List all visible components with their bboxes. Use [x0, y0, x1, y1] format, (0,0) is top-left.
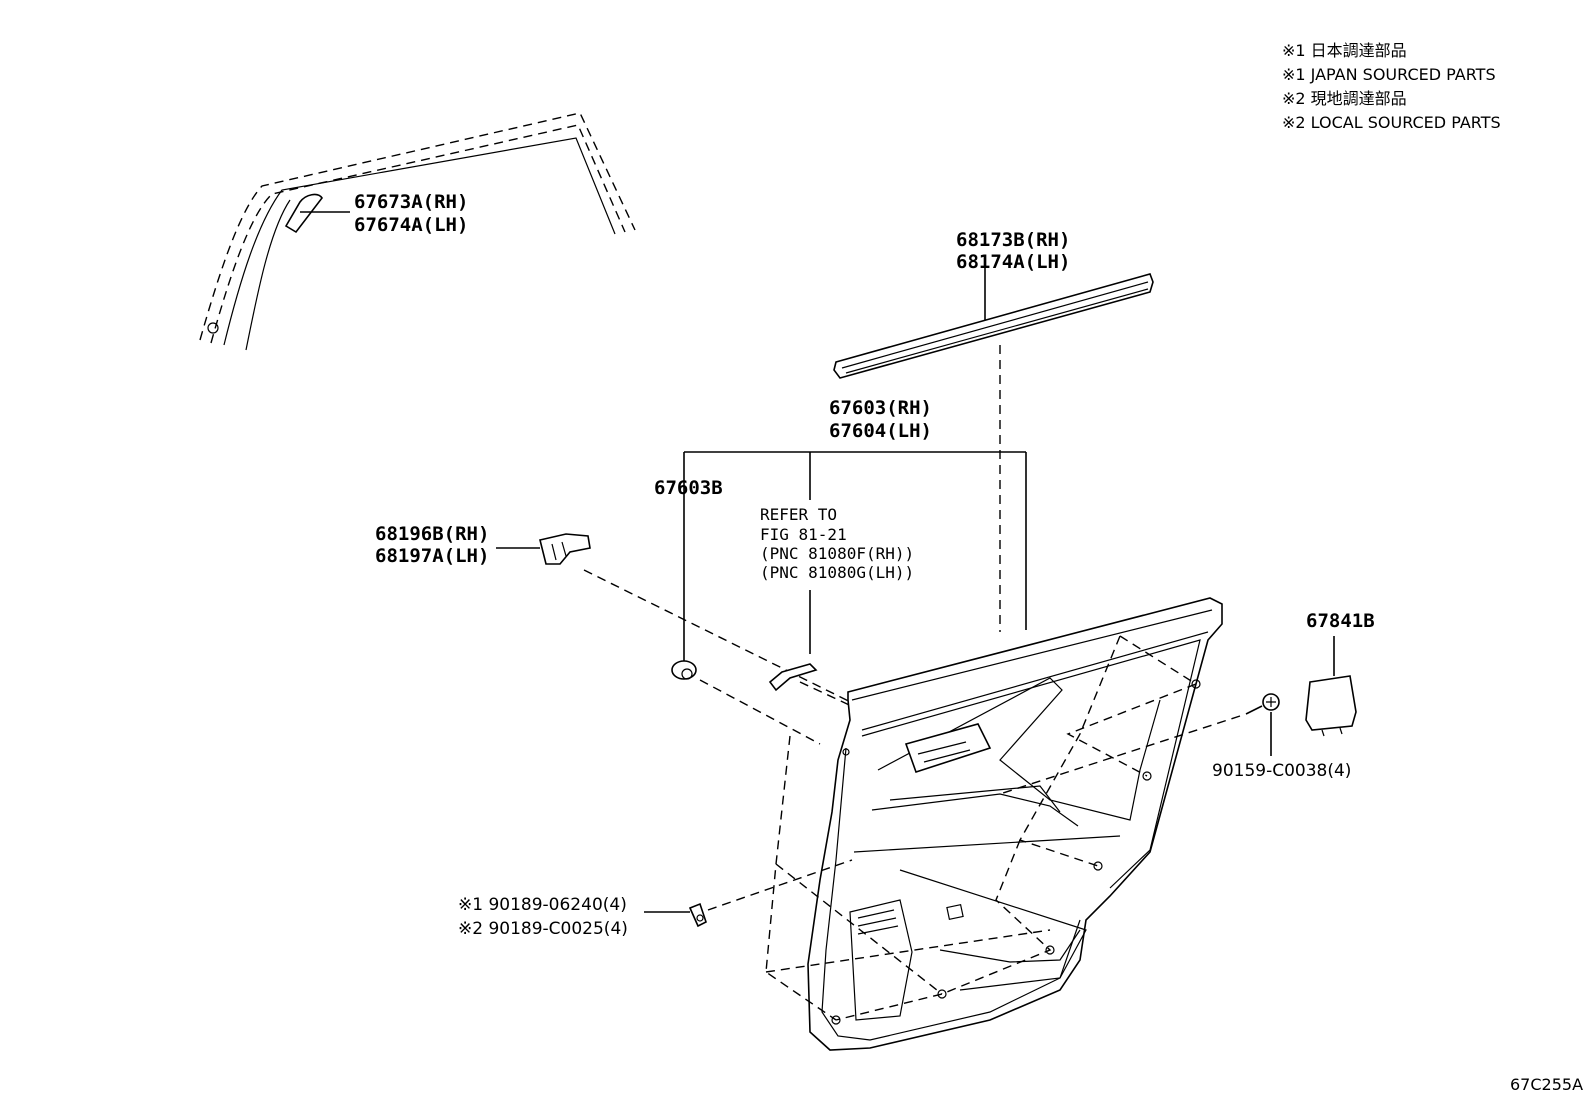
label-90189-c0025: ※2 90189-C0025(4) — [458, 919, 628, 939]
label-68196b: 68196B(RH) — [375, 523, 489, 545]
refer-line-2: FIG 81-21 — [760, 525, 847, 544]
figure-code: 67C255A — [1510, 1075, 1583, 1094]
pull-bracket-part — [539, 533, 591, 565]
label-90159: 90159-C0038(4) — [1212, 761, 1351, 781]
label-67841b: 67841B — [1306, 610, 1375, 632]
cover-part — [1305, 675, 1357, 737]
trim-clip-part — [688, 902, 707, 928]
label-67603: 67603(RH) — [829, 397, 932, 419]
label-68173b: 68173B(RH) — [956, 229, 1070, 251]
frame-molding-part — [284, 193, 323, 234]
note-local-en: ※2 LOCAL SOURCED PARTS — [1282, 113, 1501, 132]
belt-weatherstrip — [833, 266, 1154, 632]
sourcing-notes: ※1 日本調達部品 ※1 JAPAN SOURCED PARTS ※2 現地調達… — [1282, 41, 1501, 132]
harness-hook-part — [768, 663, 818, 692]
refer-line-3: (PNC 81080F(RH)) — [760, 544, 914, 563]
label-67603b: 67603B — [654, 477, 723, 499]
door-trim-panel — [807, 597, 1223, 1051]
label-67604: 67604(LH) — [829, 420, 932, 442]
note-local-jp: ※2 現地調達部品 — [1282, 89, 1407, 108]
screw-part — [1245, 693, 1280, 715]
label-67673a: 67673A(RH) — [354, 191, 468, 213]
label-90189-06240: ※1 90189-06240(4) — [458, 895, 627, 915]
clip-part — [671, 660, 697, 680]
door-frame-outline — [199, 112, 636, 351]
refer-line-1: REFER TO — [760, 505, 837, 524]
note-japan-jp: ※1 日本調達部品 — [1282, 41, 1407, 60]
refer-line-4: (PNC 81080G(LH)) — [760, 563, 914, 582]
label-68197a: 68197A(LH) — [375, 545, 489, 567]
clip-location-dashes — [765, 635, 1198, 1021]
label-68174a: 68174A(LH) — [956, 251, 1070, 273]
panel-leader-bracket — [683, 451, 1027, 662]
label-67674a: 67674A(LH) — [354, 214, 468, 236]
note-japan-en: ※1 JAPAN SOURCED PARTS — [1282, 65, 1496, 84]
